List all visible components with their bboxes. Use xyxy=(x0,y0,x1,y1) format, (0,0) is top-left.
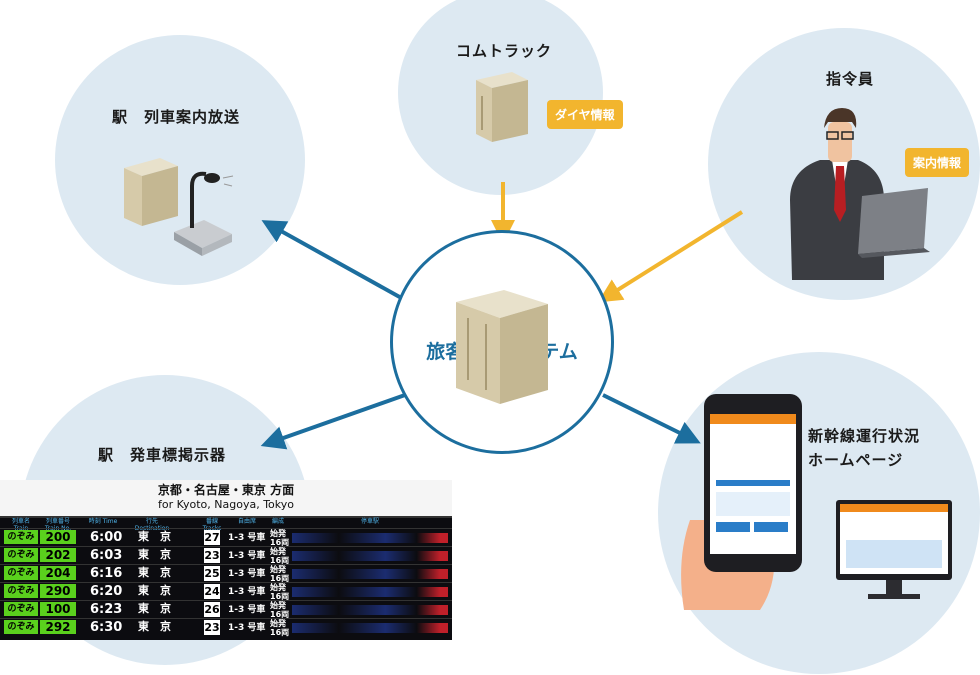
arrow-to-broadcast xyxy=(261,220,406,302)
row-time: 6:23 xyxy=(90,602,123,617)
row-number: 200 xyxy=(40,530,76,544)
row-train: のぞみ xyxy=(4,602,38,616)
row-cars: 1-3 号車 xyxy=(228,533,266,543)
central-system-title: 旅客案内システム xyxy=(426,341,578,363)
broadcast-label: 駅 列車案内放送 xyxy=(112,108,241,126)
row-destination: 東 京 xyxy=(138,566,171,579)
row-number: 100 xyxy=(40,602,76,616)
microphone-icon xyxy=(174,171,234,256)
row-cars: 1-3 号車 xyxy=(228,605,266,615)
row-train: のぞみ xyxy=(4,548,38,562)
board-destination-ja: 京都・名古屋・東京 方面 xyxy=(157,483,295,497)
row-start: 始発 16両 xyxy=(270,529,290,547)
row-stops-stripe xyxy=(292,551,448,561)
board-row: のぞみ 292 6:30 東 京 23 1-3 号車 始発 16両 xyxy=(0,618,452,637)
board-row: のぞみ 290 6:20 東 京 24 1-3 号車 始発 16両 xyxy=(0,582,452,601)
row-cars: 1-3 号車 xyxy=(228,587,266,597)
broadcast-server-icon xyxy=(124,158,178,226)
arrow-to-homepage xyxy=(602,393,701,444)
row-time: 6:20 xyxy=(90,584,123,599)
row-cars: 1-3 号車 xyxy=(228,623,266,633)
row-stops-stripe xyxy=(292,587,448,597)
row-track: 27 xyxy=(204,530,220,545)
row-number: 292 xyxy=(40,620,76,634)
monitor-icon xyxy=(836,500,952,599)
board-row: のぞみ 100 6:23 東 京 26 1-3 号車 始発 16両 xyxy=(0,600,452,619)
homepage-label: 新幹線運行状況 ホームページ xyxy=(808,424,920,472)
col-header-nonreserved: 自由席 xyxy=(237,518,256,525)
row-destination: 東 京 xyxy=(138,530,171,543)
row-track: 23 xyxy=(204,620,220,635)
board-header: 京都・名古屋・東京 方面 for Kyoto, Nagoya, Tokyo xyxy=(0,480,452,518)
col-header-cars: 編成 xyxy=(271,518,284,525)
row-stops-stripe xyxy=(292,533,448,543)
board-row: のぞみ 204 6:16 東 京 25 1-3 号車 始発 16両 xyxy=(0,564,452,583)
row-train: のぞみ xyxy=(4,584,38,598)
central-system-circle: 旅客案内システム xyxy=(390,230,614,454)
row-track: 26 xyxy=(204,602,220,617)
row-destination: 東 京 xyxy=(138,602,171,615)
row-cars: 1-3 号車 xyxy=(228,551,266,561)
board-destination-en: for Kyoto, Nagoya, Tokyo xyxy=(157,498,295,511)
row-track: 24 xyxy=(204,584,220,599)
comtrack-server-icon xyxy=(476,72,528,142)
arrow-from-dispatcher xyxy=(597,210,744,303)
departure-board: 京都・名古屋・東京 方面 for Kyoto, Nagoya, Tokyo 列車… xyxy=(0,480,452,640)
dispatcher-person-icon xyxy=(790,108,930,280)
col-header-stops: 停車駅 xyxy=(360,518,379,525)
row-number: 290 xyxy=(40,584,76,598)
board-label: 駅 発車標掲示器 xyxy=(98,446,227,464)
homepage-label-line2: ホームページ xyxy=(808,451,904,469)
row-stops-stripe xyxy=(292,623,448,633)
row-number: 204 xyxy=(40,566,76,580)
row-cars: 1-3 号車 xyxy=(228,569,266,579)
row-track: 25 xyxy=(204,566,220,581)
row-train: のぞみ xyxy=(4,530,38,544)
row-destination: 東 京 xyxy=(138,548,171,561)
row-start: 始発 16両 xyxy=(270,601,290,619)
board-row: のぞみ 200 6:00 東 京 27 1-3 号車 始発 16両 xyxy=(0,528,452,547)
board-row: のぞみ 202 6:03 東 京 23 1-3 号車 始発 16両 xyxy=(0,546,452,565)
row-start: 始発 16両 xyxy=(270,547,290,565)
row-start: 始発 16両 xyxy=(270,619,290,637)
row-destination: 東 京 xyxy=(138,620,171,633)
row-stops-stripe xyxy=(292,569,448,579)
row-start: 始発 16両 xyxy=(270,583,290,601)
comtrack-label: コムトラック xyxy=(456,42,553,60)
row-number: 202 xyxy=(40,548,76,562)
row-time: 6:00 xyxy=(90,530,123,545)
row-time: 6:30 xyxy=(90,620,123,635)
arrow-to-board xyxy=(260,393,406,450)
comtrack-tag: ダイヤ情報 xyxy=(547,100,623,129)
row-destination: 東 京 xyxy=(138,584,171,597)
smartphone-icon xyxy=(681,394,802,610)
row-start: 始発 16両 xyxy=(270,565,290,583)
dispatcher-label: 指令員 xyxy=(826,70,875,88)
col-header-time: 時刻 Time xyxy=(88,518,118,525)
row-track: 23 xyxy=(204,548,220,563)
row-train: のぞみ xyxy=(4,620,38,634)
row-train: のぞみ xyxy=(4,566,38,580)
row-stops-stripe xyxy=(292,605,448,615)
homepage-label-line1: 新幹線運行状況 xyxy=(808,427,921,445)
row-time: 6:03 xyxy=(90,548,123,563)
dispatcher-tag: 案内情報 xyxy=(905,148,970,177)
row-time: 6:16 xyxy=(90,566,123,581)
